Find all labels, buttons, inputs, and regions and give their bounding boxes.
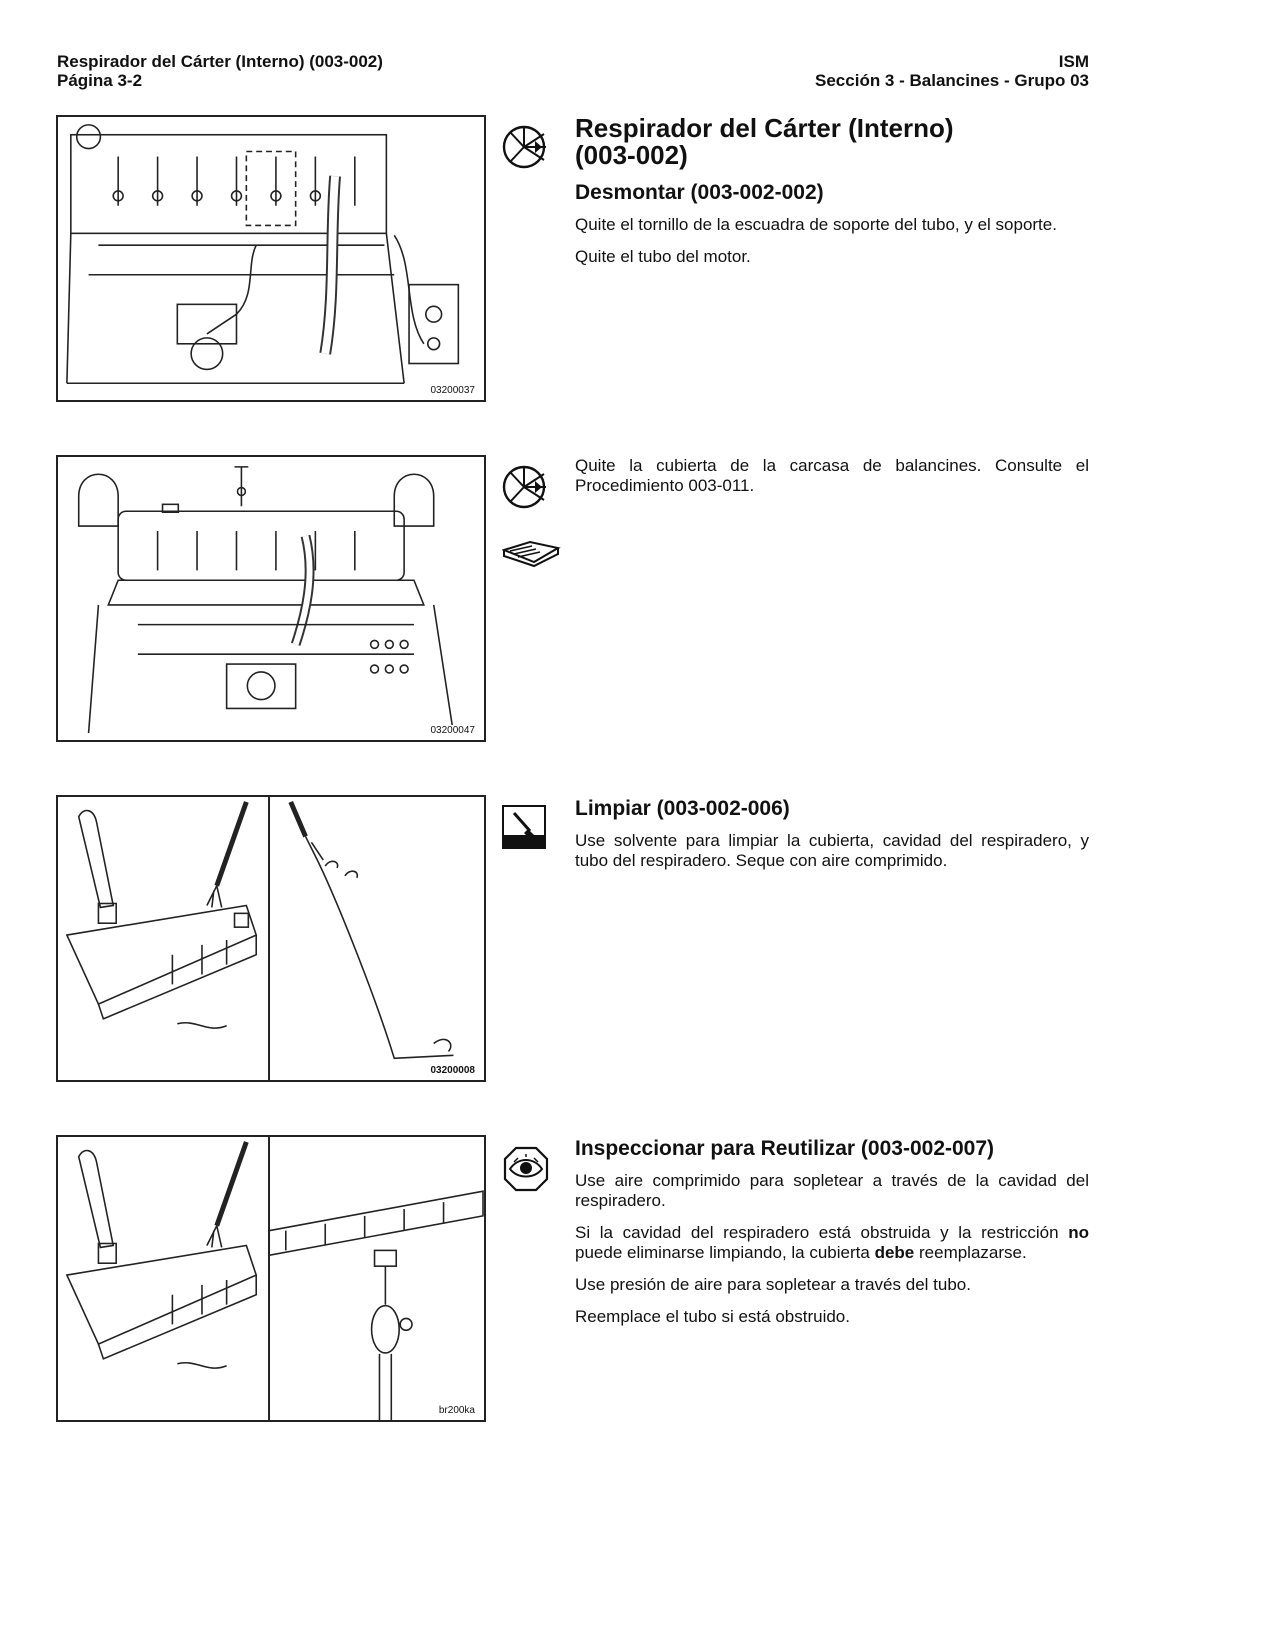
instruction-paragraph-obstructed: Si la cavidad del respiradero está obstr… [575, 1223, 1089, 1263]
eye-inspect-icon [502, 1145, 550, 1193]
book-reference-icon [502, 538, 562, 568]
remove-icon [502, 462, 556, 512]
remove-icon [502, 122, 556, 172]
section-remove: Respirador del Cárter (Interno) (003-002… [575, 115, 1089, 279]
instruction-paragraph: Quite la cubierta de la carcasa de balan… [575, 456, 1089, 495]
engine-illustration-1 [66, 124, 460, 385]
header-doc-title: Respirador del Cárter (Interno) (003-002… [57, 52, 383, 71]
figure-inspect: br200ka [56, 1135, 486, 1422]
text-segment: Si la cavidad del respiradero está obstr… [575, 1223, 1059, 1242]
text-segment: puede eliminarse limpiando, la cubierta [575, 1243, 870, 1262]
page-header-left: Respirador del Cárter (Interno) (003-002… [57, 52, 383, 90]
instruction-paragraph: Use solvente para limpiar la cubierta, c… [575, 831, 1089, 870]
instruction-paragraph: Quite el tubo del motor. [575, 247, 751, 266]
instruction-paragraph: Use presión de aire para sopletear a tra… [575, 1275, 971, 1294]
figure-code: 03200008 [429, 1065, 476, 1076]
page-header-right: ISM Sección 3 - Balancines - Grupo 03 [815, 52, 1089, 90]
instruction-paragraph: Reemplace el tubo si está obstruido. [575, 1307, 850, 1326]
emphasis-no: no [1068, 1223, 1089, 1242]
cleaning-illustration [65, 797, 454, 1080]
section-title: Respirador del Cárter (Interno) (003-002… [575, 115, 1089, 169]
cleaning-brush-icon [502, 805, 546, 849]
section-inspect: Inspeccionar para Reutilizar (003-002-00… [575, 1137, 1089, 1339]
emphasis-debe: debe [874, 1243, 915, 1262]
header-engine: ISM [1058, 52, 1089, 71]
text-segment: reemplazarse. [919, 1243, 1027, 1262]
header-page-number: Página 3-2 [57, 71, 143, 90]
section-clean: Limpiar (003-002-006) Use solvente para … [575, 797, 1089, 883]
figure-engine-breather-tube: 03200037 [56, 115, 486, 402]
header-section: Sección 3 - Balancines - Grupo 03 [815, 71, 1089, 90]
figure-cleaning: 03200008 [56, 795, 486, 1082]
subsection-title-remove: Desmontar (003-002-002) [575, 181, 824, 204]
figure-code: 03200047 [429, 725, 476, 736]
section-remove-cover: Quite la cubierta de la carcasa de balan… [575, 456, 1089, 508]
instruction-paragraph: Quite el tornillo de la escuadra de sopo… [575, 215, 1057, 234]
inspect-illustration [65, 1137, 484, 1420]
subsection-title-clean: Limpiar (003-002-006) [575, 797, 790, 820]
figure-rocker-cover: 03200047 [56, 455, 486, 742]
figure-code: 03200037 [429, 385, 476, 396]
engine-illustration-2 [77, 466, 455, 734]
subsection-title-inspect: Inspeccionar para Reutilizar (003-002-00… [575, 1137, 995, 1160]
instruction-paragraph: Use aire comprimido para sopletear a tra… [575, 1171, 1089, 1210]
section-title-line1: Respirador del Cárter (Interno) [575, 113, 954, 143]
section-title-line2: (003-002) [575, 140, 688, 170]
figure-code: br200ka [437, 1405, 476, 1416]
